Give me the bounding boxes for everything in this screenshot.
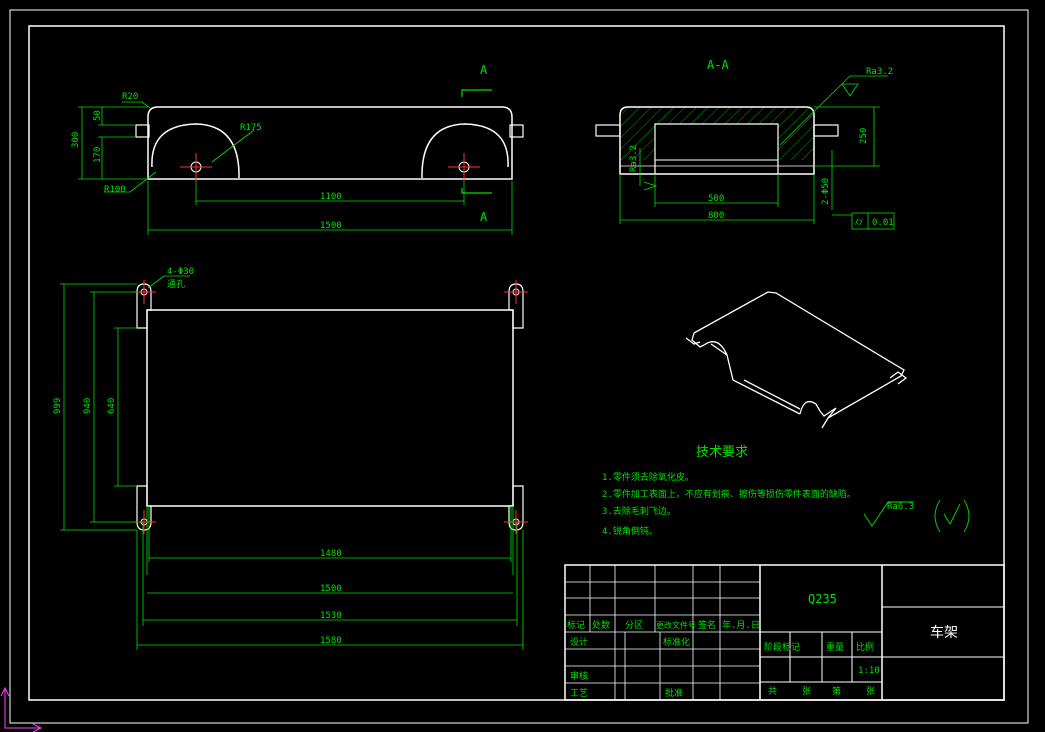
right-cutout: [421, 123, 509, 179]
section-label-top: A: [480, 63, 488, 77]
dim-1580: 1580: [320, 636, 342, 646]
hole-note-1: 4-Φ30: [167, 267, 194, 277]
dim-1500: 1500: [320, 221, 342, 231]
tech-title: 技术要求: [696, 445, 748, 460]
isometric-view: [685, 291, 908, 429]
dim-r100: R100: [104, 185, 126, 195]
tb-weight: 重量: [826, 641, 844, 653]
tb-scale: 比例: [856, 641, 874, 653]
dim-2phi50: 2-Φ50: [821, 178, 831, 205]
section-hatch: [620, 107, 814, 160]
plan-view: 4-Φ30 通孔 999 940 640 1480 1500 1530 1580: [53, 267, 528, 650]
tb-label-5: 年.月.日: [722, 619, 760, 631]
dim-r20: R20: [122, 92, 138, 102]
tolerance-symbol: ⌭: [855, 215, 863, 228]
roughness-symbol: [863, 499, 970, 533]
dim-940: 940: [83, 398, 93, 414]
tb-total: 共: [768, 686, 777, 697]
dim-1500-plan: 1500: [320, 584, 342, 594]
right-lug: [509, 124, 524, 138]
tb-design: 设计: [570, 636, 588, 648]
ra-left: Ra3.2: [629, 145, 639, 172]
front-view-outline: [147, 106, 513, 180]
tolerance-value: 0.01: [872, 218, 894, 228]
dim-500: 500: [708, 194, 724, 204]
left-cutout: [151, 123, 240, 179]
section-label-bottom: A: [480, 210, 488, 224]
tech-requirements: 技术要求 1.零件须去除氧化皮。 2.零件加工表面上，不应有划痕、擦伤等损伤零件…: [602, 445, 856, 537]
tb-label-2: 分区: [625, 620, 643, 631]
section-right-stub: [813, 124, 839, 137]
tb-craft: 工艺: [570, 688, 588, 699]
roughness-value: Ra6.3: [887, 502, 914, 512]
hole-note-2: 通孔: [167, 279, 185, 290]
tb-label-4: 签名: [698, 619, 716, 631]
dim-640: 640: [107, 398, 117, 414]
front-view: A A: [71, 63, 524, 235]
tb-label-0: 标记: [567, 619, 585, 631]
title-block: [564, 564, 1005, 701]
tb-label-3: 更改文件号: [656, 620, 696, 630]
tech-item-4: 4.锐角倒钝。: [602, 525, 658, 537]
dim-250: 250: [859, 128, 869, 144]
tech-item-3: 3.去除毛刺飞边。: [602, 505, 676, 517]
plan-body: [146, 309, 514, 507]
outer-border: [9, 9, 1029, 724]
tb-standardization: 标准化: [663, 636, 690, 648]
dim-300: 300: [71, 132, 81, 148]
dim-1100: 1100: [320, 192, 342, 202]
left-lug: [135, 124, 150, 138]
material: Q235: [808, 592, 837, 606]
tb-stage-mark: 阶段标记: [764, 641, 800, 653]
section-title: A-A: [707, 58, 729, 72]
dim-1480: 1480: [320, 549, 342, 559]
inner-border: [28, 25, 1005, 701]
tb-page: 第: [832, 685, 841, 697]
dim-999: 999: [53, 398, 63, 414]
tb-review: 审核: [570, 670, 588, 682]
title-block-text: Q235 车架 标记 处数 分区 更改文件号 签名 年.月.日 设计 标准化 审…: [567, 592, 958, 699]
section-view: A-A: [595, 58, 895, 230]
tb-approve: 批准: [665, 687, 683, 699]
dim-170: 170: [93, 147, 103, 163]
tech-item-2: 2.零件加工表面上，不应有划痕、擦伤等损伤零件表面的缺陷。: [602, 488, 856, 500]
dim-50: 50: [93, 110, 103, 121]
section-slot: [654, 123, 779, 174]
dim-r175: R175: [240, 123, 262, 133]
tb-sheets: 张: [802, 686, 811, 697]
ra-top: Ra3.2: [866, 67, 893, 77]
section-left-stub: [595, 124, 621, 137]
tb-scale-value: 1:10: [858, 666, 880, 676]
dim-1530: 1530: [320, 611, 342, 621]
tb-label-1: 处数: [592, 619, 610, 631]
tech-item-1: 1.零件须去除氧化皮。: [602, 471, 694, 483]
part-name: 车架: [930, 624, 958, 641]
tb-sheets2: 张: [866, 686, 875, 697]
ucs-icon: [0, 686, 43, 732]
dim-800: 800: [708, 211, 724, 221]
